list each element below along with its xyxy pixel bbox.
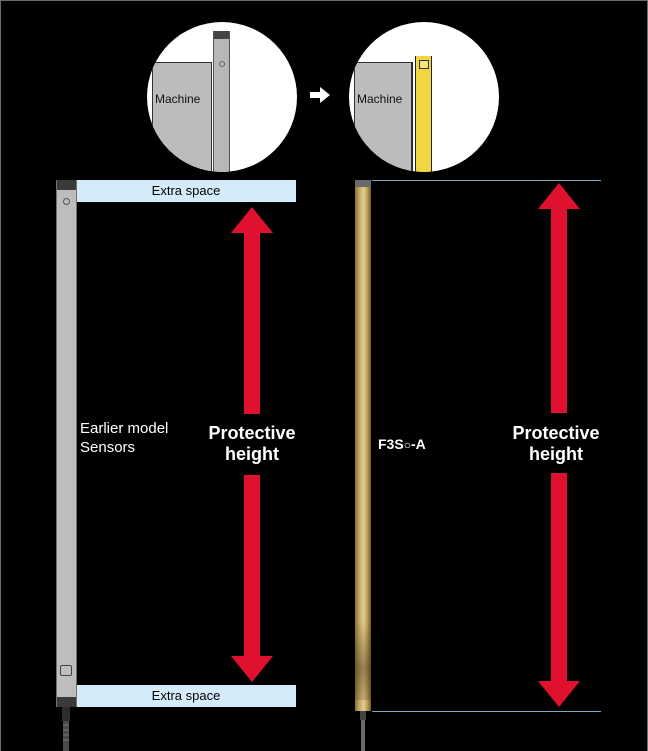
protective-height-label-left: Protective height [195,423,309,465]
frame-left-line [0,0,1,751]
gap-strip [412,62,416,172]
protective-label-line2: height [529,444,583,464]
machine-block [354,62,412,172]
earlier-sensor-inset [213,31,230,172]
f3s-a-sensor-bar [355,180,371,711]
extra-space-bottom: Extra space [76,685,296,707]
machine-block [152,62,212,172]
earlier-model-label-line2: Sensors [80,439,136,456]
protective-height-arrow-left [229,207,275,682]
f3s-a-label-symbol: ○ [403,438,411,452]
earlier-model-inset-circle: Machine [147,22,297,172]
f3s-a-sensor-inset [415,56,432,172]
protective-height-label-right: Protective height [499,423,613,465]
earlier-model-sensor-bar [56,180,77,707]
f3s-a-label: F3S○-A [378,436,426,452]
f3s-a-label-suffix: -A [410,436,426,452]
machine-label: Machine [155,92,201,106]
bottom-reference-line [372,711,601,712]
protective-label-line1: Protective [208,423,296,443]
earlier-model-label-line1: Earlier model [80,420,169,437]
f3s-a-inset-circle: Machine [349,22,499,172]
sensor-cable-connector [61,707,71,751]
right-arrow-icon [309,86,331,104]
frame-top-line [0,0,648,1]
protective-label-line2: height [225,444,279,464]
protective-height-arrow-right [536,183,582,707]
earlier-model-label: Earlier model Sensors [80,419,168,457]
extra-space-top: Extra space [76,180,296,202]
sensor-cable [358,711,368,751]
protective-label-line1: Protective [512,423,600,443]
top-reference-line [372,180,601,181]
f3s-a-label-main: F3S [378,436,404,452]
machine-label: Machine [357,92,403,106]
